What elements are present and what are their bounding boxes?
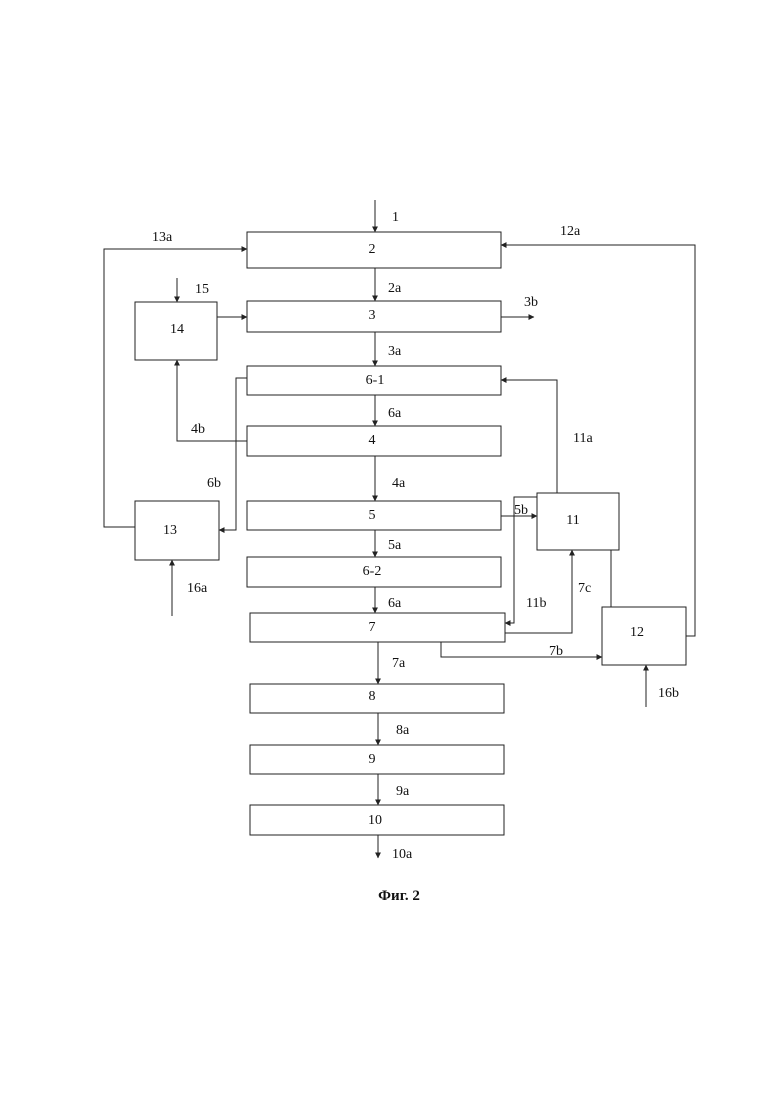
block-3-label: 3 [369,308,376,323]
block-6-1: 6-1 [247,366,501,395]
stream-7b-line [441,642,602,657]
label-stream-16b: 16b [658,686,679,701]
label-stream-7b: 7b [549,644,563,659]
label-stream-8a: 8a [396,723,410,738]
block-7: 7 [250,613,505,642]
block-8: 8 [250,684,504,713]
block-11: 11 [537,493,619,550]
label-stream-5a: 5a [388,538,402,553]
block-14-label: 14 [170,322,184,337]
block-4-label: 4 [369,433,376,448]
block-7-label: 7 [369,620,376,635]
block-6-2: 6-2 [247,557,501,587]
block-6-1-label: 6-1 [366,373,385,388]
label-stream-4b: 4b [191,422,205,437]
label-stream-3a: 3a [388,344,402,359]
label-stream-7a: 7a [392,656,406,671]
label-stream-1: 1 [392,210,399,225]
label-stream-5b: 5b [514,503,528,518]
label-stream-15: 15 [195,282,209,297]
stream-13a-line [104,249,247,527]
block-14: 14 [135,302,217,360]
block-5: 5 [247,501,501,530]
block-13-label: 13 [163,523,177,538]
stream-7c-line [505,550,572,633]
label-stream-13a: 13a [152,230,173,245]
label-stream-9a: 9a [396,784,410,799]
block-12: 12 [602,607,686,665]
label-stream-6a-bottom: 6a [388,596,402,611]
block-12-label: 12 [630,625,644,640]
block-5-label: 5 [369,508,376,523]
label-stream-10a: 10a [392,847,413,862]
block-9-label: 9 [369,752,376,767]
block-11-label: 11 [566,513,579,528]
label-stream-7c: 7c [578,581,591,596]
block-13: 13 [135,501,219,560]
block-3: 3 [247,301,501,332]
label-stream-6a-top: 6a [388,406,402,421]
block-2: 2 [247,232,501,268]
stream-11a-line [501,380,557,493]
label-stream-11b: 11b [526,596,546,611]
stream-6b-line [219,378,247,530]
label-stream-11a: 11a [573,431,593,446]
label-stream-6b: 6b [207,476,221,491]
figure-caption: Фиг. 2 [378,888,420,904]
block-4: 4 [247,426,501,456]
block-10-label: 10 [368,813,382,828]
label-stream-2a: 2a [388,281,402,296]
label-stream-3b: 3b [524,295,538,310]
label-stream-4a: 4a [392,476,406,491]
block-9: 9 [250,745,504,774]
label-stream-12a: 12a [560,224,581,239]
block-10: 10 [250,805,504,835]
block-6-2-label: 6-2 [363,564,382,579]
block-2-label: 2 [369,242,376,257]
label-stream-16a: 16a [187,581,208,596]
block-8-label: 8 [369,689,376,704]
